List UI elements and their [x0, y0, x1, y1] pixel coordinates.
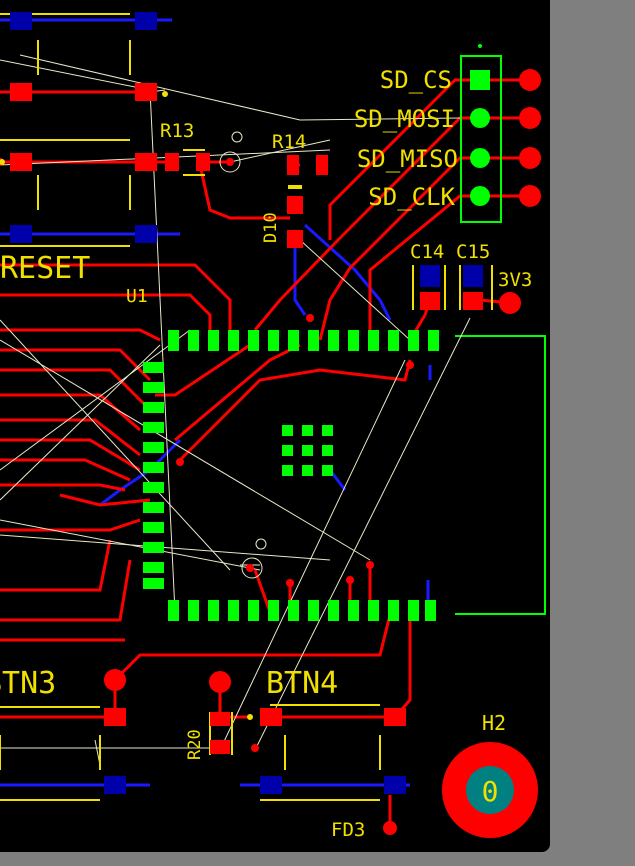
mounting-hole-drill	[466, 766, 514, 814]
label-sd-mosi: SD_MOSI	[354, 105, 455, 133]
fd3-fiducial	[383, 821, 397, 835]
pin-header-outline	[460, 55, 502, 223]
label-u1: U1	[126, 286, 148, 307]
label-h2: H2	[482, 711, 506, 735]
label-r20: R20	[185, 729, 205, 760]
label-c15: C15	[456, 241, 490, 263]
header-pin-1[interactable]	[470, 70, 490, 90]
smd-pads	[10, 83, 483, 754]
btn4-pad[interactable]	[209, 671, 231, 693]
yellow-vias	[0, 91, 253, 720]
header-pin-3[interactable]	[470, 148, 490, 168]
pcb-board: SD_CS SD_MOSI SD_MISO SD_CLK R13 R14 D10…	[0, 0, 550, 852]
unrouted-vias	[219, 131, 267, 579]
label-c14: C14	[410, 241, 444, 263]
bottom-pads	[10, 12, 483, 794]
pin1-marker	[478, 44, 482, 48]
bottom-copper-traces	[0, 18, 432, 787]
label-sd-cs: SD_CS	[380, 66, 452, 94]
vias	[0, 158, 414, 752]
header-pin-2[interactable]	[470, 108, 490, 128]
u1-pads	[143, 330, 439, 621]
label-fd3: FD3	[331, 819, 365, 841]
label-r14: R14	[272, 131, 306, 153]
label-d10: D10	[261, 212, 281, 243]
btn3-pad[interactable]	[104, 669, 126, 691]
board-outline	[455, 335, 546, 615]
label-reset: RESET	[0, 251, 90, 286]
label-3v3: 3V3	[498, 269, 532, 291]
header-pin-4[interactable]	[470, 186, 490, 206]
label-r13: R13	[160, 120, 194, 142]
test-point-sd-mosi[interactable]	[519, 107, 541, 129]
label-btn3: BTN3	[0, 666, 56, 701]
label-btn4: BTN4	[266, 666, 338, 701]
label-sd-miso: SD_MISO	[357, 145, 458, 173]
test-point-sd-clk[interactable]	[519, 185, 541, 207]
label-sd-clk: SD_CLK	[368, 183, 455, 211]
test-point-sd-miso[interactable]	[519, 147, 541, 169]
power-pad-3v3[interactable]	[499, 292, 521, 314]
test-point-sd-cs[interactable]	[519, 69, 541, 91]
hole-number: 0	[482, 775, 499, 808]
